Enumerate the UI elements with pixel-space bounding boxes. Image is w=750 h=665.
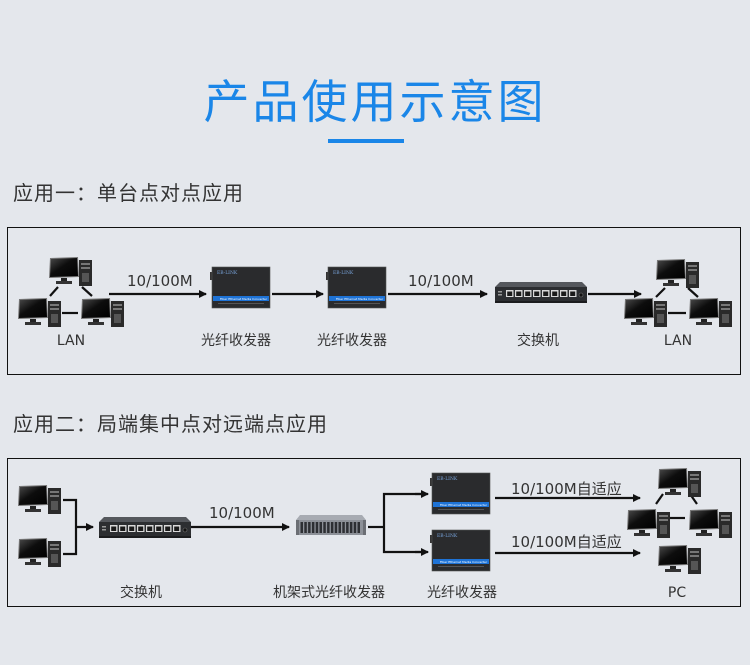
lan-remote-link-a [655, 493, 664, 505]
svg-text:EB-LINK: EB-LINK [437, 533, 458, 539]
speed-label-lan-to-converter: 10/100M [127, 272, 193, 290]
node-label-switch-2: 交换机 [120, 585, 162, 601]
svg-text:Fiber Ethernet Media Converter: Fiber Ethernet Media Converter [440, 503, 488, 507]
node-label-lan-left: LAN [56, 333, 86, 349]
section-1-heading: 应用一：单台点对点应用 [13, 181, 244, 205]
converter-bottom-icon: EB-LINK Fiber Ethernet Media Converter [430, 529, 491, 572]
local-pc-top [18, 485, 61, 514]
page-title: 产品使用示意图 [203, 75, 547, 129]
remote-lan-pc-right [689, 509, 732, 538]
lan-right-pc-left [624, 298, 667, 327]
speed-label-converter-top: 10/100M自适应 [511, 480, 622, 498]
converter-2-icon: EB-LINK Fiber Ethernet Media Converter [326, 266, 387, 309]
node-label-switch: 交换机 [517, 333, 559, 349]
switch-1-icon [495, 282, 587, 303]
lan-left-link-a [49, 286, 59, 297]
svg-text:Fiber Ethernet Media Converter: Fiber Ethernet Media Converter [336, 297, 384, 301]
section-2-heading: 应用二：局端集中点对远端点应用 [13, 412, 328, 436]
remote-pc-icon [658, 545, 701, 574]
node-label-pc: PC [667, 585, 687, 601]
node-label-converter-2: 光纤收发器 [317, 333, 387, 349]
title-underline [328, 139, 404, 143]
link-rack-split [382, 492, 425, 554]
svg-text:EB-LINK: EB-LINK [217, 270, 238, 276]
section-1-diagram-box [7, 227, 741, 375]
lan-right-pc-right [689, 298, 732, 327]
speed-label-converter-to-switch: 10/100M [408, 272, 474, 290]
switch-2-icon [99, 517, 191, 538]
converter-top-icon: EB-LINK Fiber Ethernet Media Converter [430, 472, 491, 515]
speed-label-converter-bottom: 10/100M自适应 [511, 533, 622, 551]
converter-1-icon: EB-LINK Fiber Ethernet Media Converter [210, 266, 271, 309]
svg-text:EB-LINK: EB-LINK [333, 270, 354, 276]
rack-converter-icon [296, 515, 366, 535]
remote-lan-pc-left [627, 509, 670, 538]
lan-left-link-b [81, 286, 93, 297]
node-label-converter-bottom: 光纤收发器 [427, 585, 497, 601]
svg-text:Fiber Ethernet Media Converter: Fiber Ethernet Media Converter [220, 297, 268, 301]
local-pc-bottom [18, 538, 61, 567]
node-label-lan-right: LAN [663, 333, 693, 349]
remote-lan-pc-top [658, 468, 701, 497]
lan-right-link-a [655, 287, 666, 298]
speed-label-switch-to-rack: 10/100M [209, 504, 275, 522]
section-2-diagram-box [7, 458, 741, 607]
lan-right-link-b [687, 287, 699, 298]
lan-left-pc-left [18, 298, 61, 327]
lan-right-pc-top [656, 259, 699, 288]
svg-text:Fiber Ethernet Media Converter: Fiber Ethernet Media Converter [440, 560, 488, 564]
lan-left-pc-top [49, 257, 92, 286]
lan-left-pc-right [81, 298, 124, 327]
svg-text:EB-LINK: EB-LINK [437, 476, 458, 482]
node-label-converter-1: 光纤收发器 [201, 333, 271, 349]
node-label-rack: 机架式光纤收发器 [273, 585, 385, 601]
